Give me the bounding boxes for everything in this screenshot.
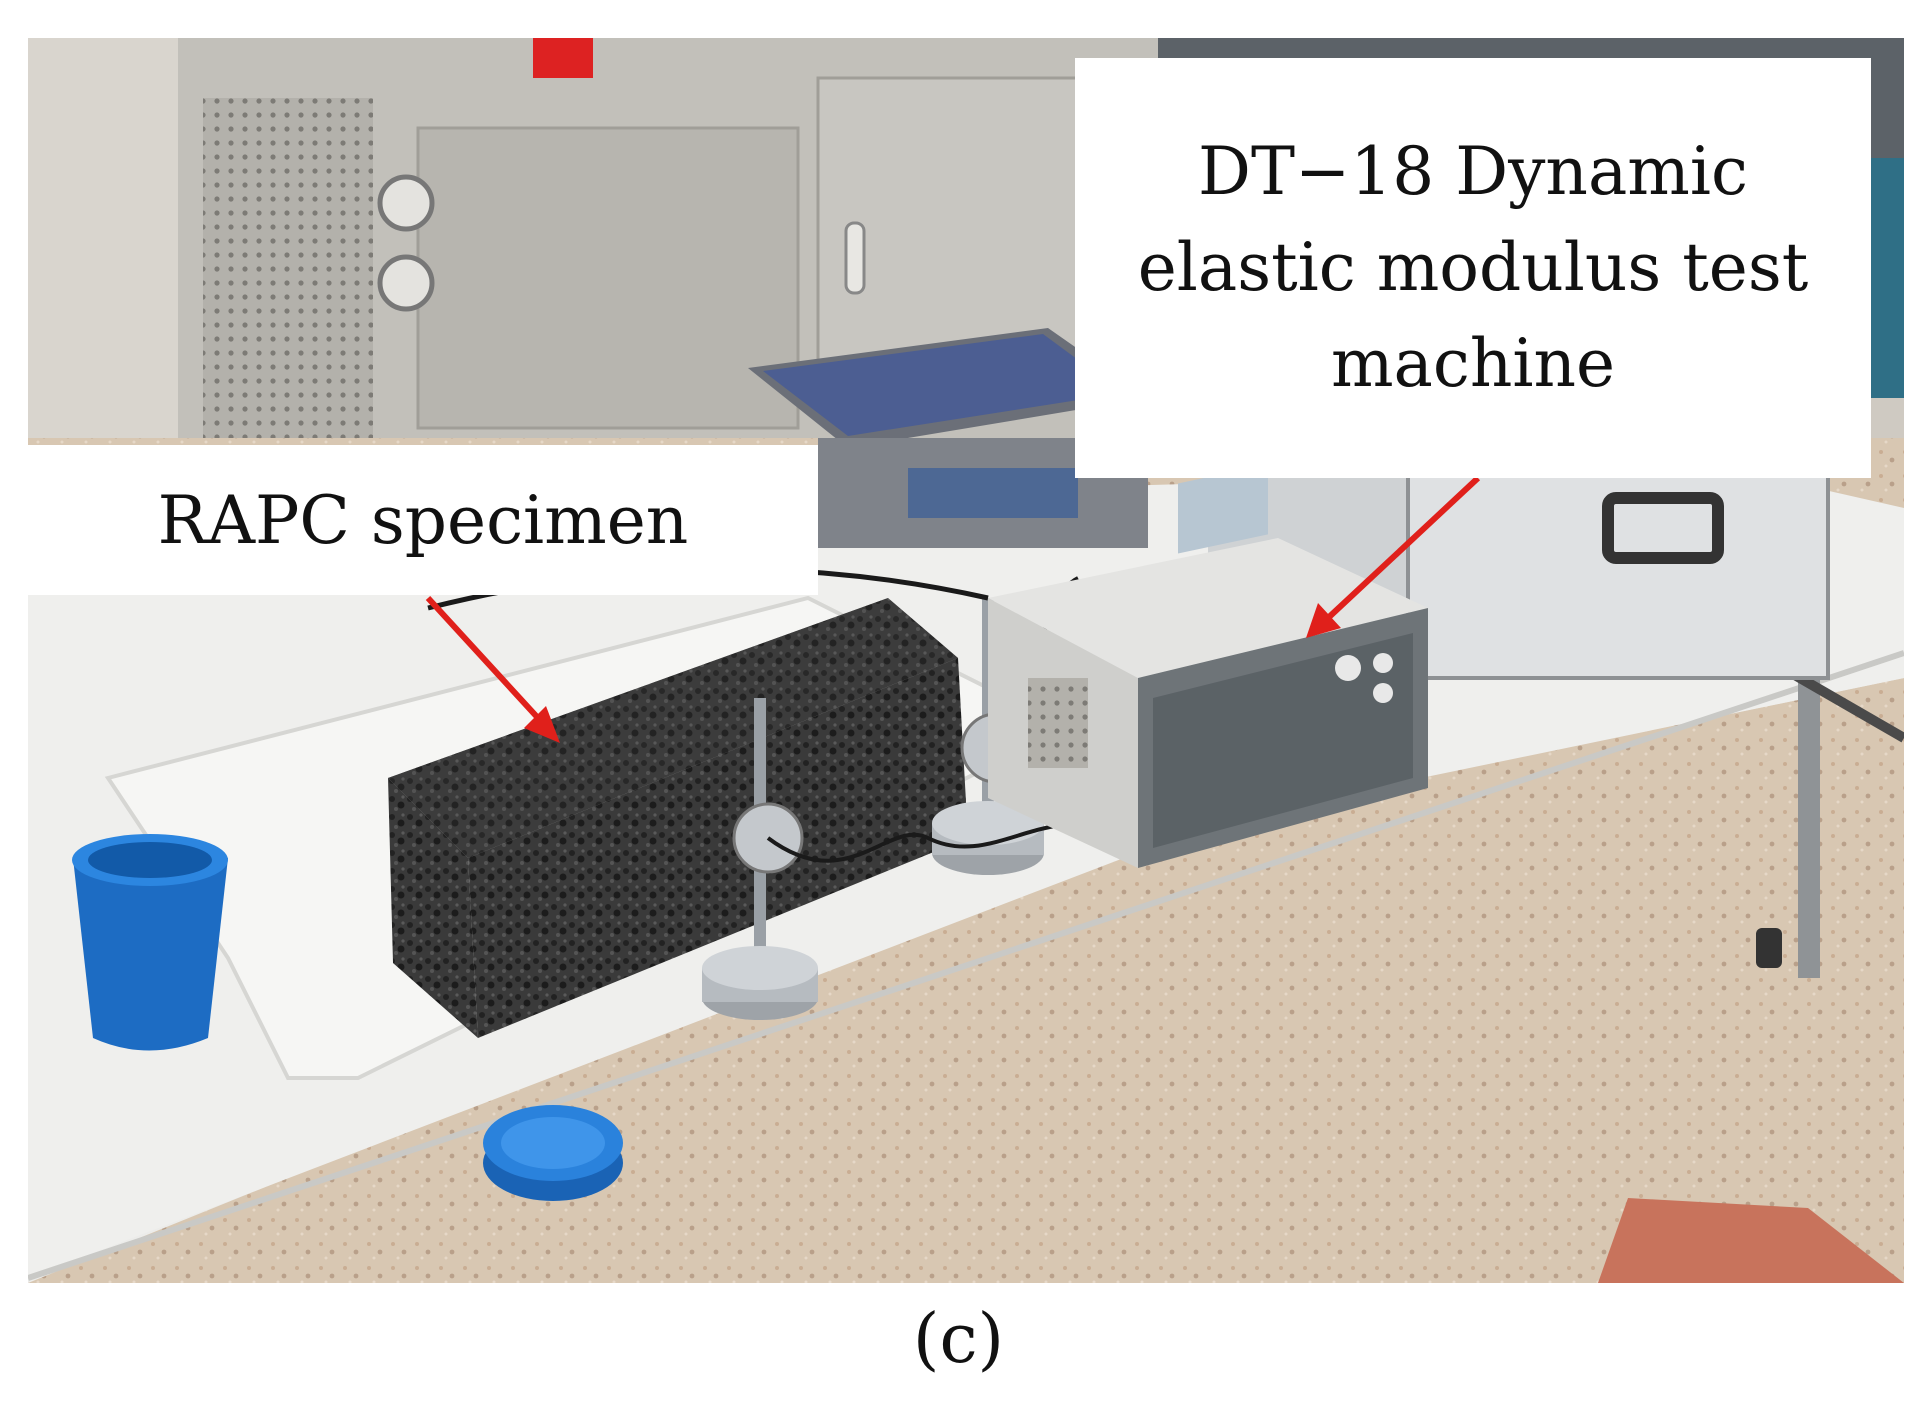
label-specimen: RAPC specimen [28,445,818,595]
arrow-to-specimen [425,595,560,743]
rapc-specimen [388,598,968,1038]
weighing-scale [748,328,1148,548]
figure-caption: (c) [912,1300,1005,1379]
dynamic-modulus-machine [988,464,1428,868]
blue-lid [483,1105,623,1201]
label-specimen-text: RAPC specimen [157,481,689,559]
arrow-to-machine [1306,475,1481,638]
label-machine-line3: machine [1330,325,1616,402]
label-machine-line2: elastic modulus test [1137,229,1809,306]
label-machine: DT−18 Dynamic elastic modulus test machi… [1075,58,1871,478]
label-machine-line1: DT−18 Dynamic [1198,133,1748,210]
blue-cup [72,834,228,1051]
steel-cabinet [178,38,1158,438]
